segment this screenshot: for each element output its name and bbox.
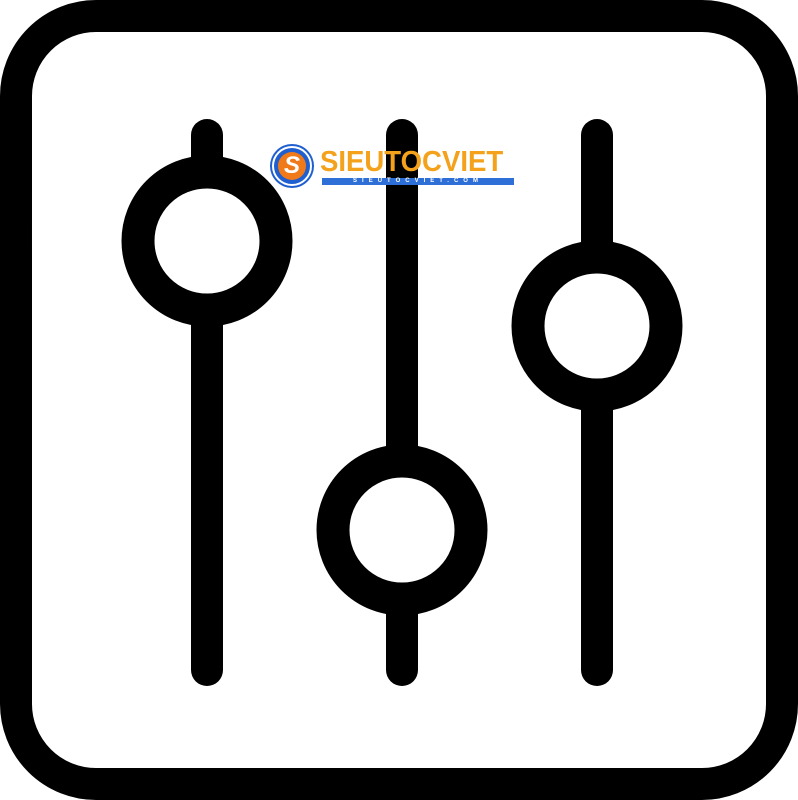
watermark-logo: S SIEUTOCVIET SIEUTOCVIET.COM (272, 146, 522, 188)
logo-badge-icon: S (272, 146, 312, 186)
slider-knob-right (511, 240, 683, 412)
logo-url-text: SIEUTOCVIET.COM (322, 178, 514, 185)
slider-knob-left (121, 155, 293, 327)
logo-brand-text: SIEUTOCVIET (320, 146, 504, 178)
logo-letter: S (278, 152, 306, 180)
slider-knob-middle (316, 444, 488, 616)
